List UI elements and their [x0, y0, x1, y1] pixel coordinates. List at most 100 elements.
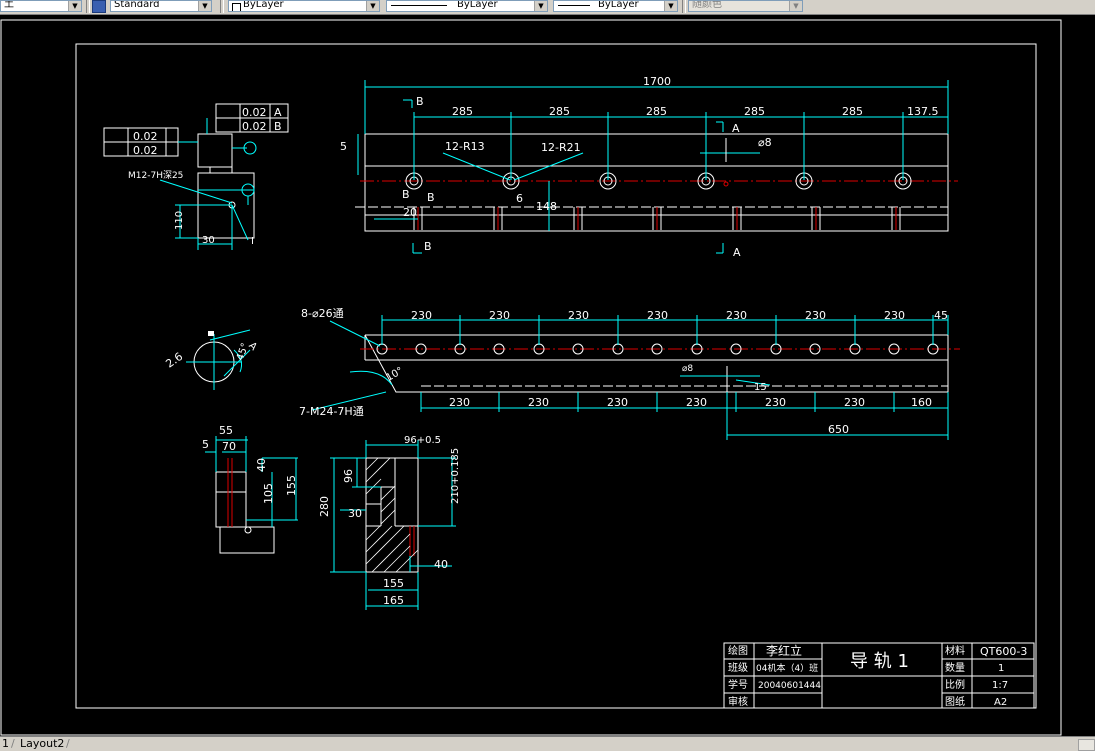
dim-spacing-5: 285	[842, 105, 863, 118]
toolbar-separator	[220, 0, 224, 13]
dim-12-r13: 12-R13	[445, 140, 485, 153]
dim-40-l: 40	[434, 558, 448, 571]
dim-55: 55	[219, 424, 233, 437]
dim-96-tol: 96+0.5	[404, 435, 441, 446]
dim-12-r21: 12-R21	[541, 141, 581, 154]
linetype-combo[interactable]: ByLayer ▼	[386, 0, 548, 12]
dim-20: 20	[403, 206, 417, 219]
color-combo[interactable]: ByLayer ▼	[228, 0, 380, 12]
dim-230-6: 230	[805, 309, 826, 322]
toolbar-separator	[86, 0, 90, 13]
dim-70: 70	[222, 440, 236, 453]
lineweight-value: ByLayer	[598, 0, 639, 10]
dim-spacing-6: 137.5	[907, 105, 939, 118]
linetype-sample	[391, 5, 447, 6]
tab-layout2[interactable]: Layout2	[20, 737, 65, 750]
thread-label: M12-7H深25	[128, 170, 183, 181]
section-small	[205, 436, 298, 554]
dim-1700: 1700	[643, 75, 671, 88]
dim-148: 148	[536, 200, 557, 213]
dim-30: 30	[202, 235, 215, 246]
dim-105: 105	[262, 483, 275, 504]
dim-10deg: 10°	[384, 365, 405, 383]
dim-b230-5: 230	[765, 396, 786, 409]
section-label-a-bottom: A	[733, 246, 741, 259]
dim-phi8-b: ⌀8	[682, 364, 693, 374]
dim-96-side: 96	[342, 469, 355, 483]
dim-230-3: 230	[568, 309, 589, 322]
dim-45: 45	[934, 309, 948, 322]
section-label-b-bottom: B	[424, 240, 432, 253]
dim-6: 6	[516, 192, 523, 205]
drawing-canvas[interactable]: 1700 285 285 285 285 285 137.5 B A A B B…	[0, 14, 1095, 736]
dim-phi8: ⌀8	[758, 136, 772, 149]
toolbar-separator	[682, 0, 686, 13]
tb-material-label: 材料	[945, 644, 965, 657]
tb-qty-label: 数量	[945, 661, 965, 674]
dim-40-s: 40	[255, 458, 268, 472]
text-style-combo[interactable]: Standard ▼	[110, 0, 212, 12]
chevron-down-icon[interactable]: ▼	[534, 1, 547, 11]
dim-b230-2: 230	[528, 396, 549, 409]
dim-230-5: 230	[726, 309, 747, 322]
circle-detail	[186, 329, 251, 390]
section-label-b-mid: B	[402, 188, 410, 201]
text-style-icon[interactable]	[92, 0, 106, 13]
tb-material-value: QT600-3	[980, 645, 1027, 658]
drawing-frame	[75, 43, 1037, 709]
holes-label: 8-⌀26通	[301, 307, 344, 320]
dim-b230-6: 230	[844, 396, 865, 409]
dim-15: 15	[754, 382, 767, 393]
rail-outline	[364, 133, 949, 232]
tol-value-a-left: 0.02	[133, 130, 158, 143]
datum-a: A	[274, 106, 282, 119]
dim-spacing-3: 285	[646, 105, 667, 118]
plot-style-combo[interactable]: 随颜色 ▼	[688, 0, 803, 12]
tb-part-name: 导 轨 1	[850, 651, 909, 672]
tb-sheet-label: 图纸	[945, 695, 965, 708]
datum-b: B	[274, 120, 282, 133]
tapped-label: 7-M24-7H通	[299, 405, 364, 418]
dim-spacing-1: 285	[452, 105, 473, 118]
dim-5-s: 5	[202, 438, 209, 451]
title-block	[723, 642, 1035, 709]
lineweight-sample	[558, 5, 590, 6]
properties-toolbar: 土 ▼ Standard ▼ ByLayer ▼ ByLayer ▼ ByLay…	[0, 0, 1095, 15]
chevron-down-icon[interactable]: ▼	[366, 1, 379, 11]
dim-spacing-4: 285	[744, 105, 765, 118]
section-label-b: B	[416, 95, 424, 108]
tab-divider: /	[11, 737, 15, 750]
dim-110: 110	[174, 211, 185, 230]
chevron-down-icon[interactable]: ▼	[198, 1, 211, 11]
dim-210: 210+0.185	[450, 448, 461, 504]
layer-combo[interactable]: 土 ▼	[0, 0, 82, 12]
layout-tabs-bar: 1 / Layout2 /	[0, 736, 1095, 751]
tb-drawn-label: 绘图	[728, 644, 748, 657]
dim-155-s: 155	[285, 475, 298, 496]
tb-review-label: 审核	[728, 695, 748, 708]
section-large	[330, 440, 456, 610]
chevron-down-icon[interactable]: ▼	[68, 1, 81, 11]
horizontal-scrollbar[interactable]	[1078, 739, 1095, 751]
tb-scale-value: 1:7	[992, 680, 1008, 691]
hole-mark	[723, 181, 729, 187]
dim-b230-1: 230	[449, 396, 470, 409]
lineweight-combo[interactable]: ByLayer ▼	[553, 0, 678, 12]
tb-sheet-value: A2	[994, 697, 1007, 708]
tol-value-a: 0.02	[242, 106, 267, 119]
dim-230-1: 230	[411, 309, 432, 322]
dim-280: 280	[318, 496, 331, 517]
tab-divider: /	[66, 737, 70, 750]
dim-155-l: 155	[383, 577, 404, 590]
tb-class-value: 04机本（4）班	[756, 662, 818, 674]
tb-class-label: 班级	[728, 662, 748, 674]
drawing-svg: 1700 285 285 285 285 285 137.5 B A A B B…	[0, 19, 1062, 736]
dim-230-2: 230	[489, 309, 510, 322]
dim-650: 650	[828, 423, 849, 436]
tb-id-label: 学号	[728, 678, 748, 691]
chevron-down-icon[interactable]: ▼	[789, 1, 802, 11]
tb-id-value: 20040601444	[758, 681, 821, 691]
chevron-down-icon[interactable]: ▼	[664, 1, 677, 11]
text-style-value: Standard	[114, 0, 160, 10]
tab-layout1[interactable]: 1	[2, 737, 9, 750]
